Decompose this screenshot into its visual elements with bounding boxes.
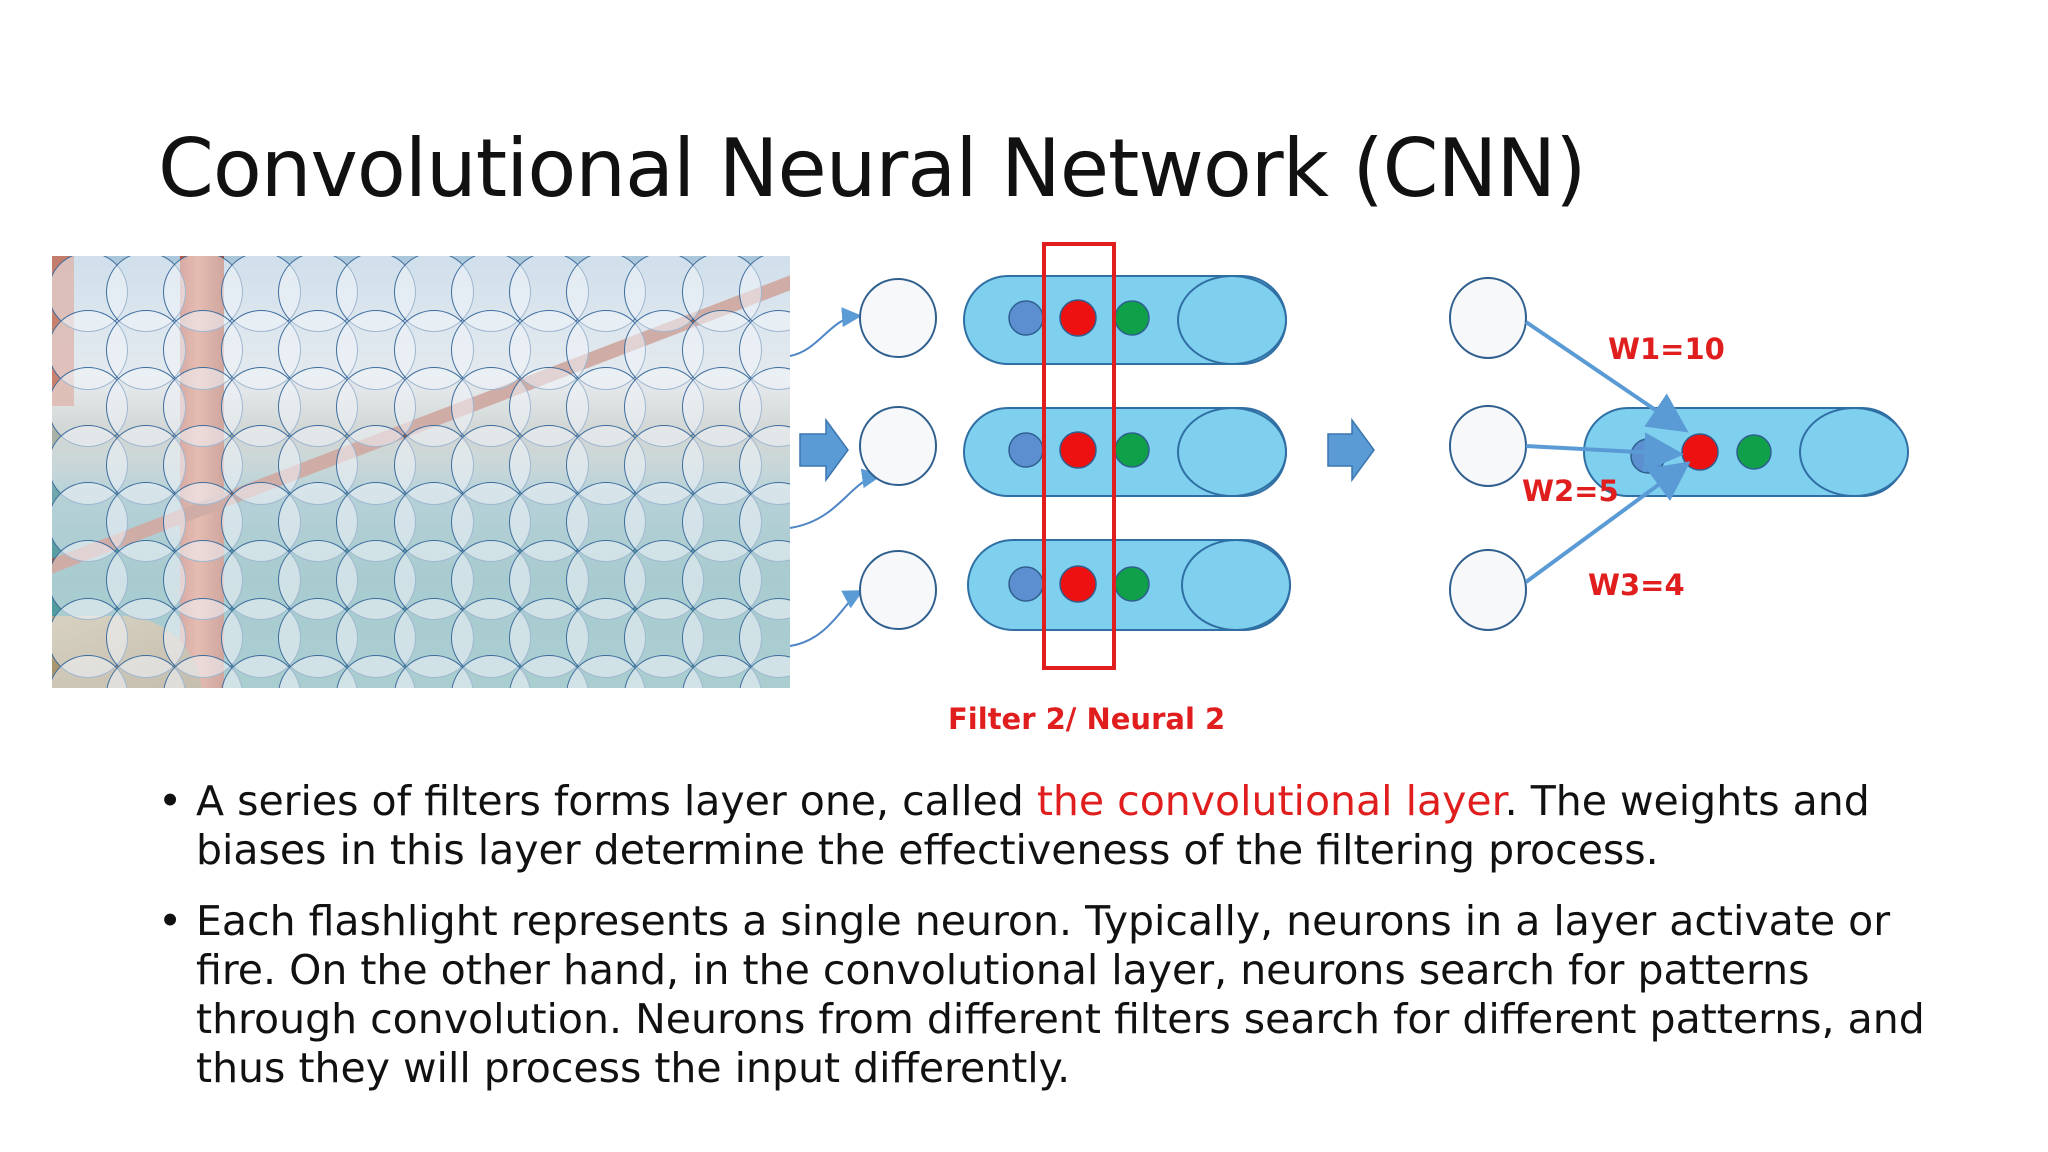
weight-line-1 [1524,320,1689,433]
bullet-dot: • [158,897,183,945]
input-image-golden-gate [52,256,790,688]
connector-curve-2 [789,468,882,529]
slide-title: Convolutional Neural Network (CNN) [158,122,1586,215]
block-arrow-1 [799,417,849,483]
weight-line-3 [1524,461,1691,584]
bullet-text-highlight: the convolutional layer [1036,777,1505,825]
weight-line-2 [1525,432,1684,473]
next-input-neuron-2 [1449,405,1527,487]
input-neuron-2 [859,406,937,486]
next-input-neuron-1 [1449,277,1527,359]
bullet-item-1: • A series of filters forms layer one, c… [158,777,1928,875]
bullet-text: Each flashlight represents a single neur… [196,897,1925,1092]
input-neuron-1 [859,278,937,358]
filter-label: Filter 2/ Neural 2 [948,702,1226,736]
receptive-field-grid [52,256,790,688]
weight-label-w2: W2=5 [1522,474,1619,508]
bullet-item-2: • Each flashlight represents a single ne… [158,897,1928,1093]
bullet-text-pre: A series of filters forms layer one, cal… [196,777,1037,825]
block-arrow-2 [1327,417,1375,483]
weight-label-w1: W1=10 [1608,332,1725,366]
connector-curve-1 [789,307,862,357]
filter-highlight-box [1042,242,1116,670]
bullet-list: • A series of filters forms layer one, c… [158,777,1928,1115]
flashlight-tube-1 [963,275,1287,365]
flashlight-tube-2 [963,407,1287,497]
input-neuron-3 [859,550,937,630]
flashlight-tube-3 [967,539,1291,631]
connector-curve-3 [789,590,864,647]
next-input-neuron-3 [1449,549,1527,631]
weight-label-w3: W3=4 [1588,568,1685,602]
bullet-text-post: . The weights and biases in this layer d… [196,777,1870,874]
bullet-dot: • [158,777,183,825]
